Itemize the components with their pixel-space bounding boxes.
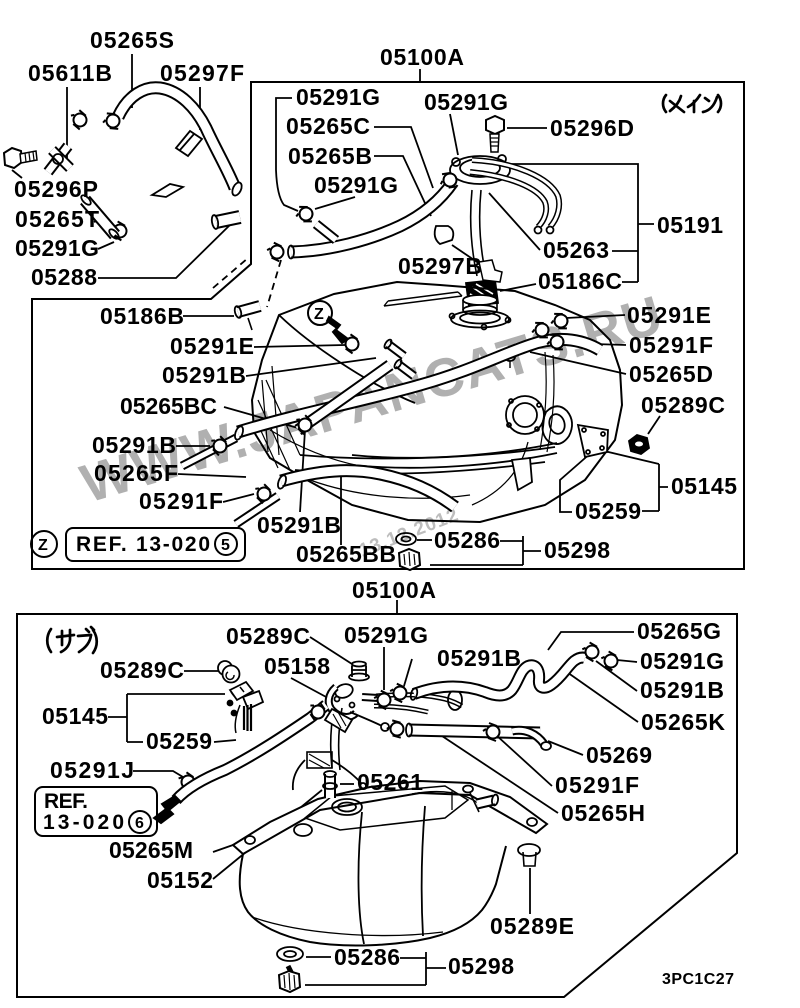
- svg-text:6: 6: [135, 815, 144, 832]
- svg-text:05265M: 05265M: [109, 837, 193, 863]
- svg-text:05145: 05145: [671, 473, 737, 499]
- svg-text:REF. 13-020: REF. 13-020: [76, 533, 210, 556]
- svg-text:05158: 05158: [264, 653, 330, 679]
- svg-text:05265D: 05265D: [629, 361, 713, 387]
- svg-text:05265BC: 05265BC: [120, 393, 217, 419]
- svg-text:05291E: 05291E: [170, 333, 254, 359]
- svg-text:05291G: 05291G: [314, 172, 398, 198]
- svg-text:05291F: 05291F: [555, 772, 639, 798]
- svg-text:05291B: 05291B: [640, 677, 724, 703]
- svg-text:05291G: 05291G: [296, 84, 380, 110]
- svg-text:05259: 05259: [575, 498, 641, 524]
- svg-text:5: 5: [221, 537, 230, 554]
- svg-text:REF.: REF.: [44, 790, 88, 813]
- svg-text:05298: 05298: [544, 537, 610, 563]
- svg-text:Z: Z: [314, 306, 324, 323]
- svg-text:05296D: 05296D: [550, 115, 634, 141]
- svg-text:05191: 05191: [657, 212, 723, 238]
- svg-text:05259: 05259: [146, 728, 212, 754]
- svg-text:05297B: 05297B: [398, 253, 482, 279]
- svg-text:05265K: 05265K: [641, 709, 725, 735]
- svg-text:05296P: 05296P: [14, 176, 98, 202]
- svg-text:05291E: 05291E: [627, 302, 711, 328]
- svg-text:05291B: 05291B: [92, 432, 176, 458]
- svg-text:05291B: 05291B: [437, 645, 521, 671]
- svg-text:05291G: 05291G: [15, 235, 99, 261]
- svg-text:05289C: 05289C: [100, 657, 184, 683]
- svg-text:05291G: 05291G: [424, 89, 508, 115]
- svg-text:05261: 05261: [357, 769, 423, 795]
- svg-text:05265G: 05265G: [637, 618, 721, 644]
- svg-text:05265F: 05265F: [94, 460, 178, 486]
- svg-text:05291J: 05291J: [50, 757, 134, 783]
- svg-text:05100A: 05100A: [352, 577, 436, 603]
- svg-text:05269: 05269: [586, 742, 652, 768]
- svg-text:05152: 05152: [147, 867, 213, 893]
- svg-text:05289E: 05289E: [490, 913, 574, 939]
- svg-text:05263: 05263: [543, 237, 609, 263]
- svg-text:05291B: 05291B: [162, 362, 246, 388]
- svg-text:05265C: 05265C: [286, 113, 370, 139]
- svg-text:05298: 05298: [448, 953, 514, 979]
- svg-text:13-020: 13-020: [43, 811, 124, 834]
- svg-text:05265H: 05265H: [561, 800, 645, 826]
- svg-text:05186C: 05186C: [538, 268, 622, 294]
- svg-text:05145: 05145: [42, 703, 108, 729]
- svg-text:Z: Z: [38, 537, 48, 554]
- svg-text:05265BB: 05265BB: [296, 541, 396, 567]
- svg-text:05265S: 05265S: [90, 27, 174, 53]
- svg-text:05286: 05286: [334, 944, 400, 970]
- svg-text:05611B: 05611B: [28, 60, 112, 86]
- svg-text:05286: 05286: [434, 527, 500, 553]
- svg-text:05291B: 05291B: [257, 512, 341, 538]
- svg-text:05291F: 05291F: [629, 332, 713, 358]
- svg-text:05289C: 05289C: [226, 623, 310, 649]
- svg-text:05186B: 05186B: [100, 303, 184, 329]
- svg-text:05291G: 05291G: [640, 648, 724, 674]
- svg-text:05291G: 05291G: [344, 622, 428, 648]
- svg-text:05100A: 05100A: [380, 44, 464, 70]
- svg-text:05265T: 05265T: [15, 206, 99, 232]
- svg-text:05288: 05288: [31, 264, 97, 290]
- svg-text:05289C: 05289C: [641, 392, 725, 418]
- svg-text:05297F: 05297F: [160, 60, 244, 86]
- svg-text:05265B: 05265B: [288, 143, 372, 169]
- svg-text:05291F: 05291F: [139, 488, 223, 514]
- svg-text:3PC1C27: 3PC1C27: [662, 971, 734, 988]
